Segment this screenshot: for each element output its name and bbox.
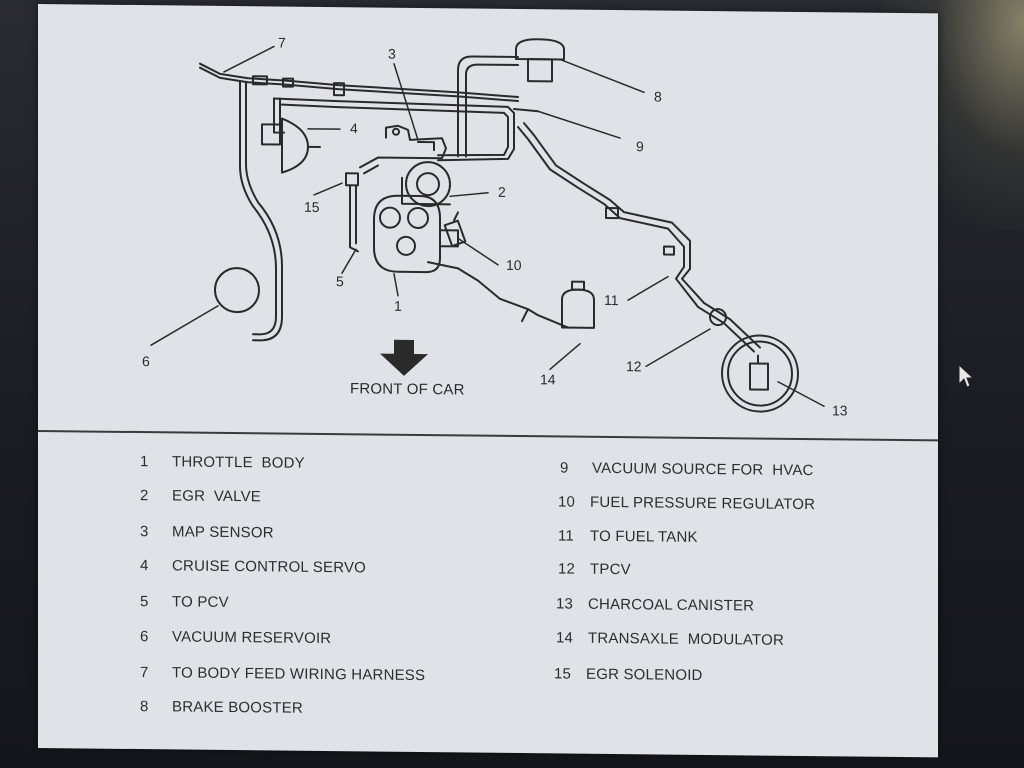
legend-label: BRAKE BOOSTER (172, 698, 303, 717)
callout-leader-lines (150, 45, 825, 407)
legend-item-7: 7 TO BODY FEED WIRING HARNESS (140, 664, 425, 684)
callout-13: 13 (832, 402, 848, 419)
callout-2: 2 (498, 183, 506, 200)
legend-label: TPCV (590, 560, 631, 579)
transaxle-modulator-drawing (427, 261, 595, 329)
legend-item-6: 6 VACUUM RESERVOIR (140, 628, 331, 647)
legend-number: 13 (556, 595, 574, 613)
callout-11: 11 (604, 291, 619, 309)
legend-label: EGR SOLENOID (586, 665, 703, 684)
legend-label: FUEL PRESSURE REGULATOR (590, 493, 816, 514)
callout-5: 5 (336, 273, 344, 290)
legend-number: 6 (140, 628, 149, 646)
mouse-cursor-icon (958, 364, 974, 388)
legend-item-8: 8 BRAKE BOOSTER (140, 698, 303, 717)
legend-label: TRANSAXLE MODULATOR (588, 629, 784, 649)
callout-12: 12 (626, 358, 642, 375)
legend-number: 10 (558, 493, 576, 511)
legend-label: EGR VALVE (172, 487, 261, 506)
legend-number: 5 (140, 593, 149, 611)
legend-label: VACUUM RESERVOIR (172, 628, 332, 648)
vacuum-hose-diagram (150, 38, 825, 413)
legend-number: 12 (558, 560, 576, 578)
front-of-car-label: FRONT OF CAR (350, 380, 465, 399)
legend-item-1: 1 THROTTLE BODY (140, 453, 305, 472)
callout-4: 4 (350, 120, 358, 137)
callout-15: 15 (304, 198, 320, 215)
legend-label: VACUUM SOURCE FOR HVAC (592, 459, 814, 480)
legend-item-2: 2 EGR VALVE (140, 487, 261, 505)
egr-solenoid-drawing (345, 156, 389, 253)
legend-item-11: 11 TO FUEL TANK (558, 527, 698, 545)
fuel-pressure-regulator-drawing (443, 211, 467, 248)
cruise-control-servo-drawing (261, 97, 321, 174)
legend-number: 9 (560, 459, 569, 477)
legend-item-10: 10 FUEL PRESSURE REGULATOR (558, 493, 815, 513)
throttle-body-drawing (373, 194, 459, 274)
fuel-tank-hose-drawing (517, 122, 761, 353)
callout-1: 1 (394, 297, 402, 314)
legend-number: 7 (140, 664, 149, 682)
hvac-vacuum-hose-drawing (273, 97, 539, 162)
legend-label: THROTTLE BODY (172, 453, 305, 472)
legend-item-5: 5 TO PCV (140, 593, 229, 611)
legend-label: CRUISE CONTROL SERVO (172, 557, 367, 577)
legend-item-14: 14 TRANSAXLE MODULATOR (556, 629, 784, 648)
legend-item-15: 15 EGR SOLENOID (554, 665, 703, 684)
body-feed-hose-drawing (199, 62, 519, 103)
legend-number: 4 (140, 557, 149, 575)
legend-label: TO PCV (172, 593, 229, 611)
legend-number: 14 (556, 629, 574, 647)
legend-item-12: 12 TPCV (558, 560, 631, 578)
legend-label: MAP SENSOR (172, 523, 274, 542)
legend-number: 2 (140, 487, 149, 505)
legend-item-4: 4 CRUISE CONTROL SERVO (140, 557, 366, 576)
legend-number: 15 (554, 665, 572, 683)
vacuum-reservoir-drawing (214, 81, 283, 342)
callout-8: 8 (654, 88, 662, 105)
callout-3: 3 (388, 45, 396, 62)
front-arrow-icon (380, 339, 428, 376)
legend-label: CHARCOAL CANISTER (588, 595, 755, 615)
legend-label: TO BODY FEED WIRING HARNESS (172, 664, 426, 685)
map-sensor-drawing (385, 124, 447, 160)
charcoal-canister-drawing (721, 334, 799, 413)
legend-number: 8 (140, 698, 149, 716)
vacuum-diagram-document: 7 3 8 4 9 2 15 10 5 1 11 6 14 12 13 FRON… (38, 4, 938, 758)
callout-9: 9 (636, 138, 644, 155)
legend-label: TO FUEL TANK (590, 527, 698, 546)
legend-item-9: 9 VACUUM SOURCE FOR HVAC (560, 459, 814, 479)
callout-14: 14 (540, 371, 556, 388)
callout-6: 6 (142, 353, 150, 370)
legend-item-3: 3 MAP SENSOR (140, 523, 274, 541)
callout-10: 10 (506, 256, 522, 274)
legend-item-13: 13 CHARCOAL CANISTER (556, 595, 754, 614)
callout-7: 7 (278, 34, 286, 51)
legend-number: 11 (558, 527, 574, 545)
legend-number: 1 (140, 453, 149, 471)
legend-number: 3 (140, 523, 149, 541)
egr-valve-drawing (401, 161, 451, 208)
brake-booster-drawing (457, 38, 565, 158)
